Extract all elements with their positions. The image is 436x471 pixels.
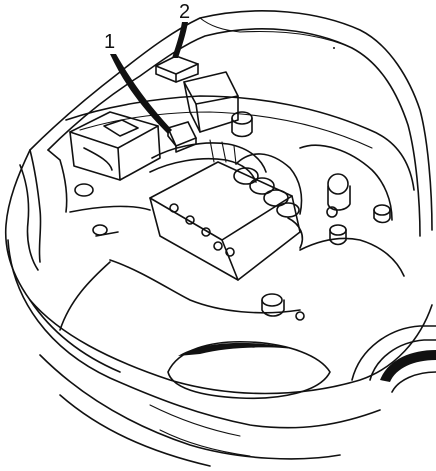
car-body: [4, 149, 433, 467]
left-strut-tower: [69, 183, 151, 237]
lower-frame: [109, 259, 301, 314]
callout-number-1: 1: [104, 31, 115, 53]
brake-reservoir: [326, 173, 351, 218]
front-wheel: [351, 325, 436, 393]
cowl-line: [65, 95, 415, 191]
duct-ribs: [209, 139, 237, 165]
callout-number-2: 2: [179, 1, 190, 23]
engine-valve-cover: [149, 161, 301, 281]
air-cleaner-box: [69, 111, 161, 181]
front-crossmember: [59, 261, 111, 331]
battery: [183, 71, 253, 138]
callout-1-leader: [110, 54, 172, 134]
callout-2-leader: [172, 22, 188, 58]
right-hose: [299, 144, 393, 221]
washer-reservoir-cap: [373, 204, 391, 224]
oil-filter: [261, 293, 305, 321]
intake-manifold: [233, 153, 304, 249]
stray-dot: [333, 47, 335, 49]
coolant-reservoir: [329, 224, 347, 246]
firewall-line: [79, 111, 373, 149]
radiator-support: [299, 237, 405, 277]
open-hood: [29, 10, 433, 237]
intake-duct: [151, 142, 267, 173]
headlight: [167, 340, 331, 400]
